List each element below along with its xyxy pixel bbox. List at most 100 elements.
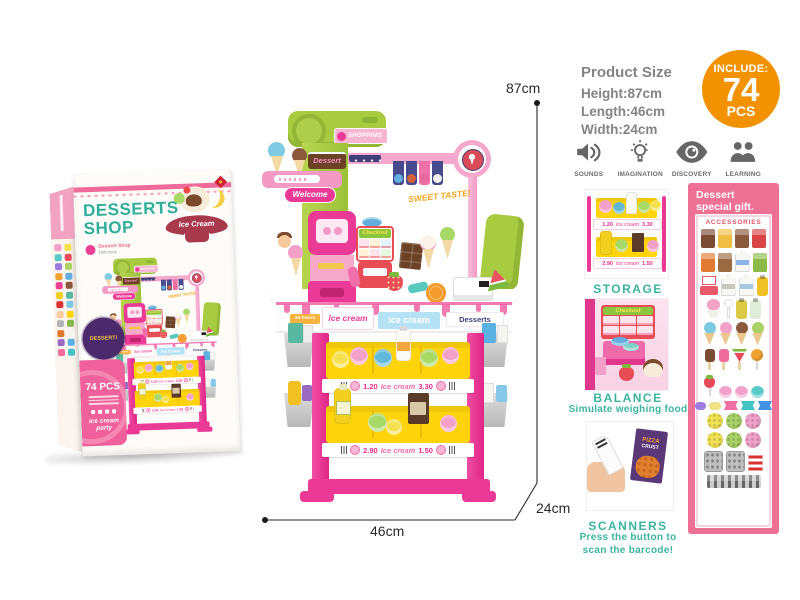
grocery-box [302,385,312,401]
wrapped-candy [723,401,738,410]
price-strip: 2.90 Ice cream 1.50 [322,443,474,457]
price-label: 3.30 [642,221,653,228]
price-label: 2.90 [363,445,378,455]
accessories-panel: ACCESSORIES [695,214,772,528]
checkout-screen: Checkout [601,305,655,339]
hanging-tag [393,161,404,185]
ice-cream-scoop [724,299,733,319]
grocery-box [482,323,496,343]
cookie [744,413,761,429]
price-label: 1.20 [602,221,613,228]
accessory-row [695,451,772,472]
shelf-brand-label: Ice cream [615,221,640,228]
ice-cream-sign [453,140,491,178]
checkout-screen: Checkout [356,226,394,262]
watermelon-pop [732,349,747,372]
wrapped-candy [740,401,755,410]
macaron [440,415,457,432]
hanging-tag [406,161,417,185]
orange-slice [426,283,446,303]
cookie-box [408,393,429,424]
oil-bottle [736,298,747,319]
macaron [350,347,368,365]
feature-imagination: IMAGINATION [615,140,667,178]
hanging-tag [432,161,443,185]
feature-label: LEARNING [725,171,762,178]
cookie [744,432,761,448]
ice-cream-cone [719,322,732,346]
macaron [420,349,438,367]
accessory-row [695,349,772,372]
accessories-title: ACCESSORIES [705,219,762,226]
waffle [726,451,745,472]
feature-label: IMAGINATION [617,171,663,178]
pizza-crust-box: PIZZA CRUST [629,428,669,484]
dessert-icon [350,381,361,391]
length-dimension-label: 46cm [370,523,405,539]
include-number: 74 [722,71,760,108]
price-label: 1.20 [363,381,378,391]
milk-bottle [396,326,411,361]
dispenser-tray [318,263,344,269]
include-label: INCLUDE: [713,63,769,75]
gift-panel: Dessert special gift. ACCESSORIES [688,183,779,534]
feature-label: DISCOVERY [671,171,712,178]
people-icon [730,142,756,162]
sign-pole [468,177,477,287]
ice-cream-cone [442,240,453,259]
grocery-box [288,323,303,343]
ice-cream-scoop [440,227,455,242]
macaron [386,419,402,435]
scanners-description-2: scan the barcode! [582,545,674,556]
welcome-sign: Welcome [284,187,336,203]
product-size-title: Product Size [581,64,672,81]
accessory-row [695,275,772,296]
milk-bottle [750,298,761,319]
storage-photo: 1.20 Ice cream 3.30 2.90 Ice cream 1.50 [585,190,668,278]
cream-carton [738,275,754,296]
shelf-brand-label: Ice cream [380,381,416,391]
price-label: 1.50 [418,445,433,455]
salad-box [752,253,767,272]
accessory-row [695,229,772,248]
biscuit-box [717,253,732,272]
ice-cream-cone [291,258,301,276]
feature-icons-row: SOUNDS IMAGINATION DISCOVERY LEARNING [563,140,769,178]
banner-ice-cream: ice cream [378,312,440,329]
waffle [704,451,723,472]
juice-box [718,229,732,248]
cookie [706,432,723,448]
macaron [374,349,392,367]
dessert-sign: Dessert [308,152,346,169]
candy [695,402,707,410]
dot-icon [337,131,346,141]
shelf-label [274,175,320,183]
ice-cream-cone [735,322,748,346]
milk-carton [720,275,736,296]
cookie [706,413,723,429]
accessories-grid [695,229,772,488]
price-strip: 1.20 Ice cream 3.30 [322,379,474,393]
barcode-icon [448,446,455,454]
shopping-sign: SHOPPING [334,128,388,144]
dispenser-body [310,255,354,283]
dessert-icon [350,445,361,455]
include-unit: PCS [726,103,756,119]
tower-slot [362,117,378,123]
size-width: Width:24cm [581,122,658,137]
feature-sounds: SOUNDS [563,140,615,178]
pizza-photo [634,454,661,480]
macaron [735,386,748,398]
checkout-sign: Checkout [603,307,653,315]
snack-box [700,253,715,272]
accessory-row [695,413,772,429]
sign-arm [346,153,466,164]
gift-title-line1: Dessert [696,189,735,201]
accessory-row [695,432,772,448]
speaker-icon [576,143,601,162]
hanging-tag [419,161,430,185]
juice-bottle [756,275,768,296]
balance-photo: Checkout [585,299,668,390]
scanners-description-1: Press the button to [579,532,677,543]
ice-cream-scoop [420,235,436,251]
